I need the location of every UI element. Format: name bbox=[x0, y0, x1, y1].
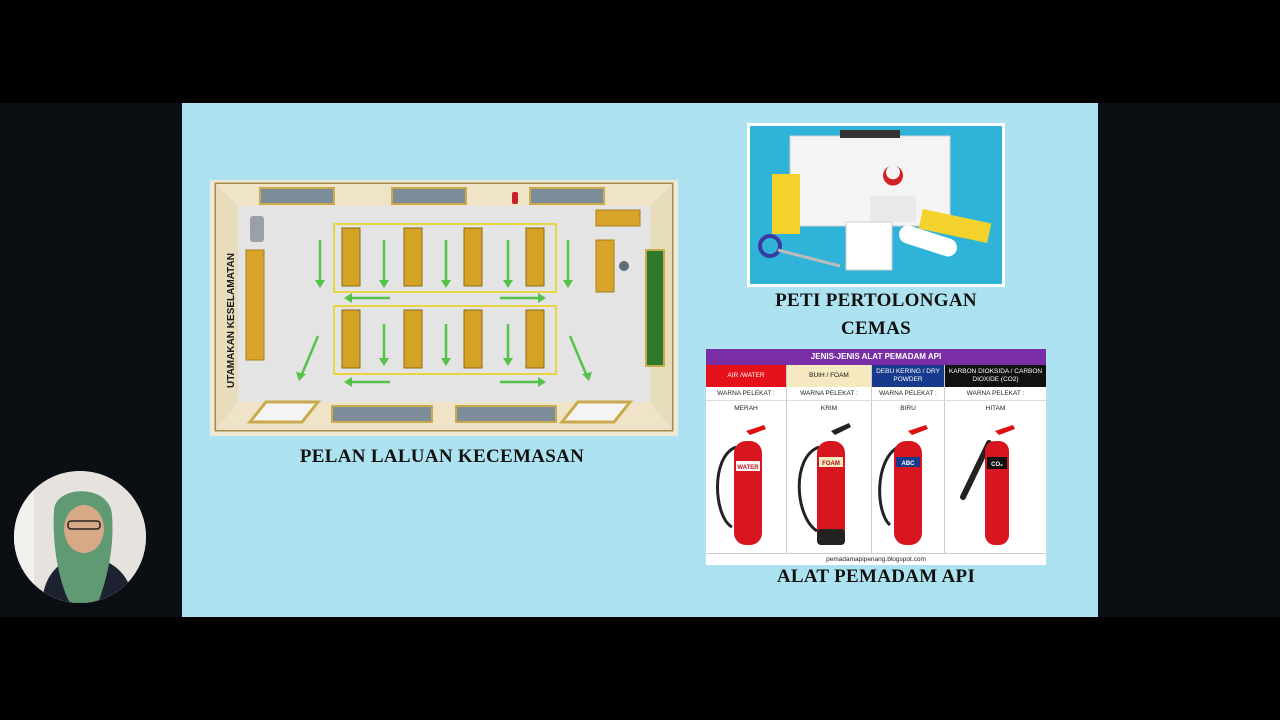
sticker-label: WARNA PELEKAT : bbox=[787, 387, 872, 401]
water-badge: WATER bbox=[737, 465, 759, 471]
foam-badge: FOAM bbox=[822, 461, 840, 467]
powder-extinguisher-icon: ABC bbox=[872, 417, 945, 553]
plan-caption: PELAN LALUAN KECEMASAN bbox=[299, 446, 585, 467]
water-extinguisher-icon: WATER bbox=[706, 417, 787, 553]
sticker-color: HITAM bbox=[985, 405, 1006, 412]
powder-badge: ABC bbox=[902, 461, 916, 467]
type-foam: BUIH / FOAM bbox=[787, 365, 872, 387]
type-dry-powder: DEBU KERING / DRY POWDER bbox=[872, 365, 945, 387]
type-co2: KARBON DIOKSIDA / CARBON DIOXIDE (CO2) bbox=[945, 365, 1046, 387]
sticker-color: KRIM bbox=[787, 401, 872, 417]
scissors-icon bbox=[758, 234, 782, 258]
co2-badge: CO₂ bbox=[991, 462, 1003, 468]
sticker-color: BIRU bbox=[872, 401, 945, 417]
presenter-webcam bbox=[14, 471, 146, 603]
kit-caption: PETI PERTOLONGAN CEMAS bbox=[775, 290, 977, 339]
type-water: AIR /WATER bbox=[706, 365, 787, 387]
plan-wall-label: UTAMAKAN KESELAMATAN bbox=[226, 253, 237, 388]
table-footer: pemadamapipenang.blogspot.com bbox=[706, 553, 1046, 566]
extinguisher-table: JENIS-JENIS ALAT PEMADAM API AIR /WATER … bbox=[706, 349, 1046, 565]
presenter-avatar bbox=[14, 471, 146, 603]
right-letterbox bbox=[1098, 103, 1280, 617]
table-title: JENIS-JENIS ALAT PEMADAM API bbox=[706, 349, 1046, 365]
red-crescent-icon bbox=[883, 166, 903, 186]
sticker-label: WARNA PELEKAT : bbox=[872, 387, 945, 401]
sticker-color: MERAH bbox=[706, 401, 787, 417]
presentation-slide: UTAMAKAN KESELAMATAN bbox=[182, 103, 1098, 617]
sticker-label: WARNA PELEKAT : bbox=[945, 387, 1046, 401]
first-aid-kit-photo bbox=[747, 123, 1005, 287]
first-aid-kit-illustration bbox=[758, 130, 992, 271]
foam-extinguisher-icon: FOAM bbox=[787, 417, 872, 553]
co2-extinguisher-icon: CO₂ bbox=[945, 417, 1046, 553]
extinguisher-caption: ALAT PEMADAM API bbox=[776, 566, 976, 587]
sticker-label: WARNA PELEKAT : bbox=[706, 387, 787, 401]
emergency-route-plan: UTAMAKAN KESELAMATAN bbox=[210, 180, 678, 436]
